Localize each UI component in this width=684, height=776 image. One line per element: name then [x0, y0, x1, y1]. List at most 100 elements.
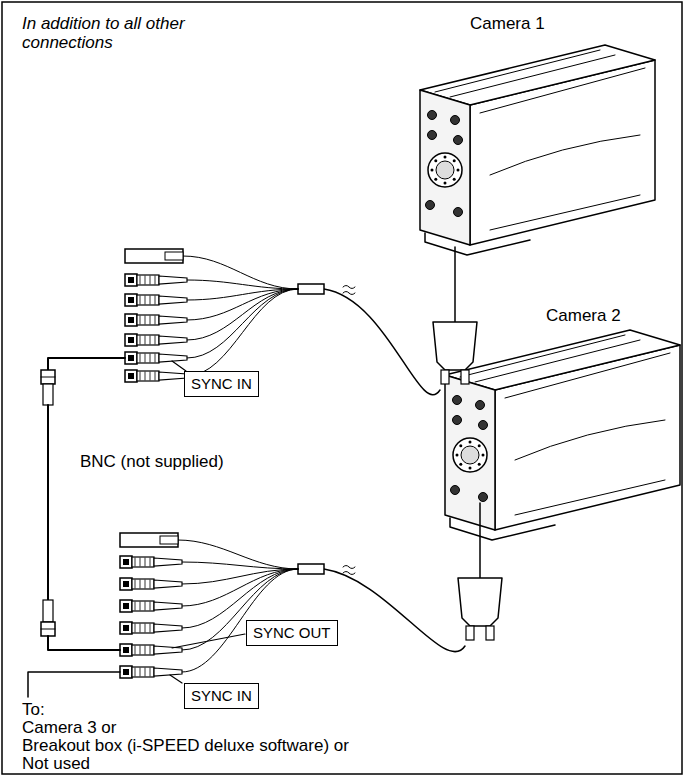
- bnc-bayonet: [125, 370, 137, 382]
- bnc-body: [137, 371, 159, 381]
- bnc-cable: [47, 405, 49, 600]
- bnc-rib: [150, 276, 151, 284]
- power-connector: [120, 533, 178, 547]
- bnc-body: [137, 335, 159, 345]
- power-connector-boot: [160, 536, 178, 544]
- bnc-rib: [150, 558, 151, 566]
- bnc-rib: [140, 646, 141, 654]
- bnc-rib: [150, 336, 151, 344]
- bnc-rib: [155, 276, 156, 284]
- bnc-rib: [150, 372, 151, 380]
- signal-name: SYNC IN: [191, 687, 252, 705]
- bnc-plug-boot: [43, 384, 53, 405]
- bnc-body: [137, 353, 159, 363]
- breakout-wire: [178, 540, 298, 569]
- power-connector: [125, 249, 183, 263]
- destination-text: Breakout box (i-SPEED deluxe software) o…: [22, 736, 349, 755]
- camera-dial-center: [436, 161, 454, 179]
- camera-cable: [479, 503, 481, 578]
- break-mark: [343, 286, 355, 289]
- bnc-pin: [123, 647, 129, 653]
- bnc-rib: [145, 336, 146, 344]
- bnc-boot: [154, 624, 182, 632]
- leader-line: [172, 361, 186, 371]
- panel-socket: [453, 396, 462, 405]
- dial-pin: [434, 178, 437, 181]
- bnc-bayonet: [125, 294, 137, 306]
- camera-bracket: [425, 233, 530, 255]
- bnc-pin: [123, 669, 129, 675]
- dial-pin: [431, 169, 434, 172]
- camera-rail: [450, 55, 615, 97]
- bnc-boot: [159, 276, 187, 284]
- bnc-plug: [41, 622, 55, 636]
- signal-name: SYNC OUT: [253, 624, 331, 642]
- bnc-boot: [159, 296, 187, 304]
- destination-text: To:: [22, 700, 45, 719]
- bnc-body: [137, 315, 159, 325]
- bnc-bayonet: [120, 600, 132, 612]
- bnc-body: [132, 645, 154, 655]
- dial-pin: [469, 441, 472, 444]
- bnc-cable: [48, 358, 125, 370]
- bnc-rib: [150, 646, 151, 654]
- multipin-connector: [458, 578, 502, 626]
- bnc-body: [132, 601, 154, 611]
- bnc-body: [137, 295, 159, 305]
- camera-rail: [475, 340, 640, 382]
- bnc-rib: [140, 276, 141, 284]
- bnc-rib: [150, 580, 151, 588]
- bnc-rib: [145, 372, 146, 380]
- bnc-bayonet: [125, 334, 137, 346]
- bnc-rib: [155, 336, 156, 344]
- bnc-rib: [140, 558, 141, 566]
- camera-rail: [460, 335, 625, 377]
- bnc-rib: [150, 668, 151, 676]
- bnc-rib: [135, 580, 136, 588]
- bnc-bayonet: [120, 644, 132, 656]
- camera-contour: [490, 135, 640, 175]
- bnc-bayonet: [120, 622, 132, 634]
- dial-pin: [444, 156, 447, 159]
- bnc-rib: [140, 296, 141, 304]
- bnc-body: [137, 275, 159, 285]
- bnc-rib: [145, 624, 146, 632]
- dial-pin: [478, 444, 481, 447]
- panel-socket: [428, 111, 437, 120]
- bnc-rib: [140, 624, 141, 632]
- camera-rail: [435, 50, 600, 92]
- output-line: [28, 672, 120, 697]
- cable-label: BNC (not supplied): [80, 452, 224, 471]
- bnc-boot: [154, 558, 182, 566]
- panel-socket: [454, 136, 463, 145]
- connector-screw: [461, 370, 469, 384]
- connector-screw: [466, 626, 474, 640]
- splice-sleeve: [298, 564, 324, 574]
- bnc-plug: [41, 370, 55, 384]
- note-text: In addition to all other connections: [22, 14, 192, 52]
- panel-socket: [454, 208, 463, 217]
- bnc-rib: [140, 602, 141, 610]
- bnc-rib: [155, 316, 156, 324]
- breakout-wire: [187, 280, 298, 289]
- bnc-rib: [145, 668, 146, 676]
- bnc-rib: [135, 668, 136, 676]
- connector-screw: [441, 370, 449, 384]
- panel-socket: [479, 493, 488, 502]
- bnc-rib: [140, 354, 141, 362]
- dial-pin: [482, 454, 485, 457]
- signal-label-box: SYNC OUT: [246, 620, 338, 646]
- camera-name: Camera 2: [546, 306, 621, 325]
- bnc-boot: [154, 602, 182, 610]
- camera-dial-center: [461, 446, 479, 464]
- bnc-body: [132, 579, 154, 589]
- bnc-rib: [155, 372, 156, 380]
- bnc-bayonet: [120, 666, 132, 678]
- bnc-rib: [150, 354, 151, 362]
- bnc-boot: [159, 354, 187, 362]
- bnc-rib: [140, 580, 141, 588]
- breakout-cable: [324, 569, 465, 652]
- bnc-rib: [135, 646, 136, 654]
